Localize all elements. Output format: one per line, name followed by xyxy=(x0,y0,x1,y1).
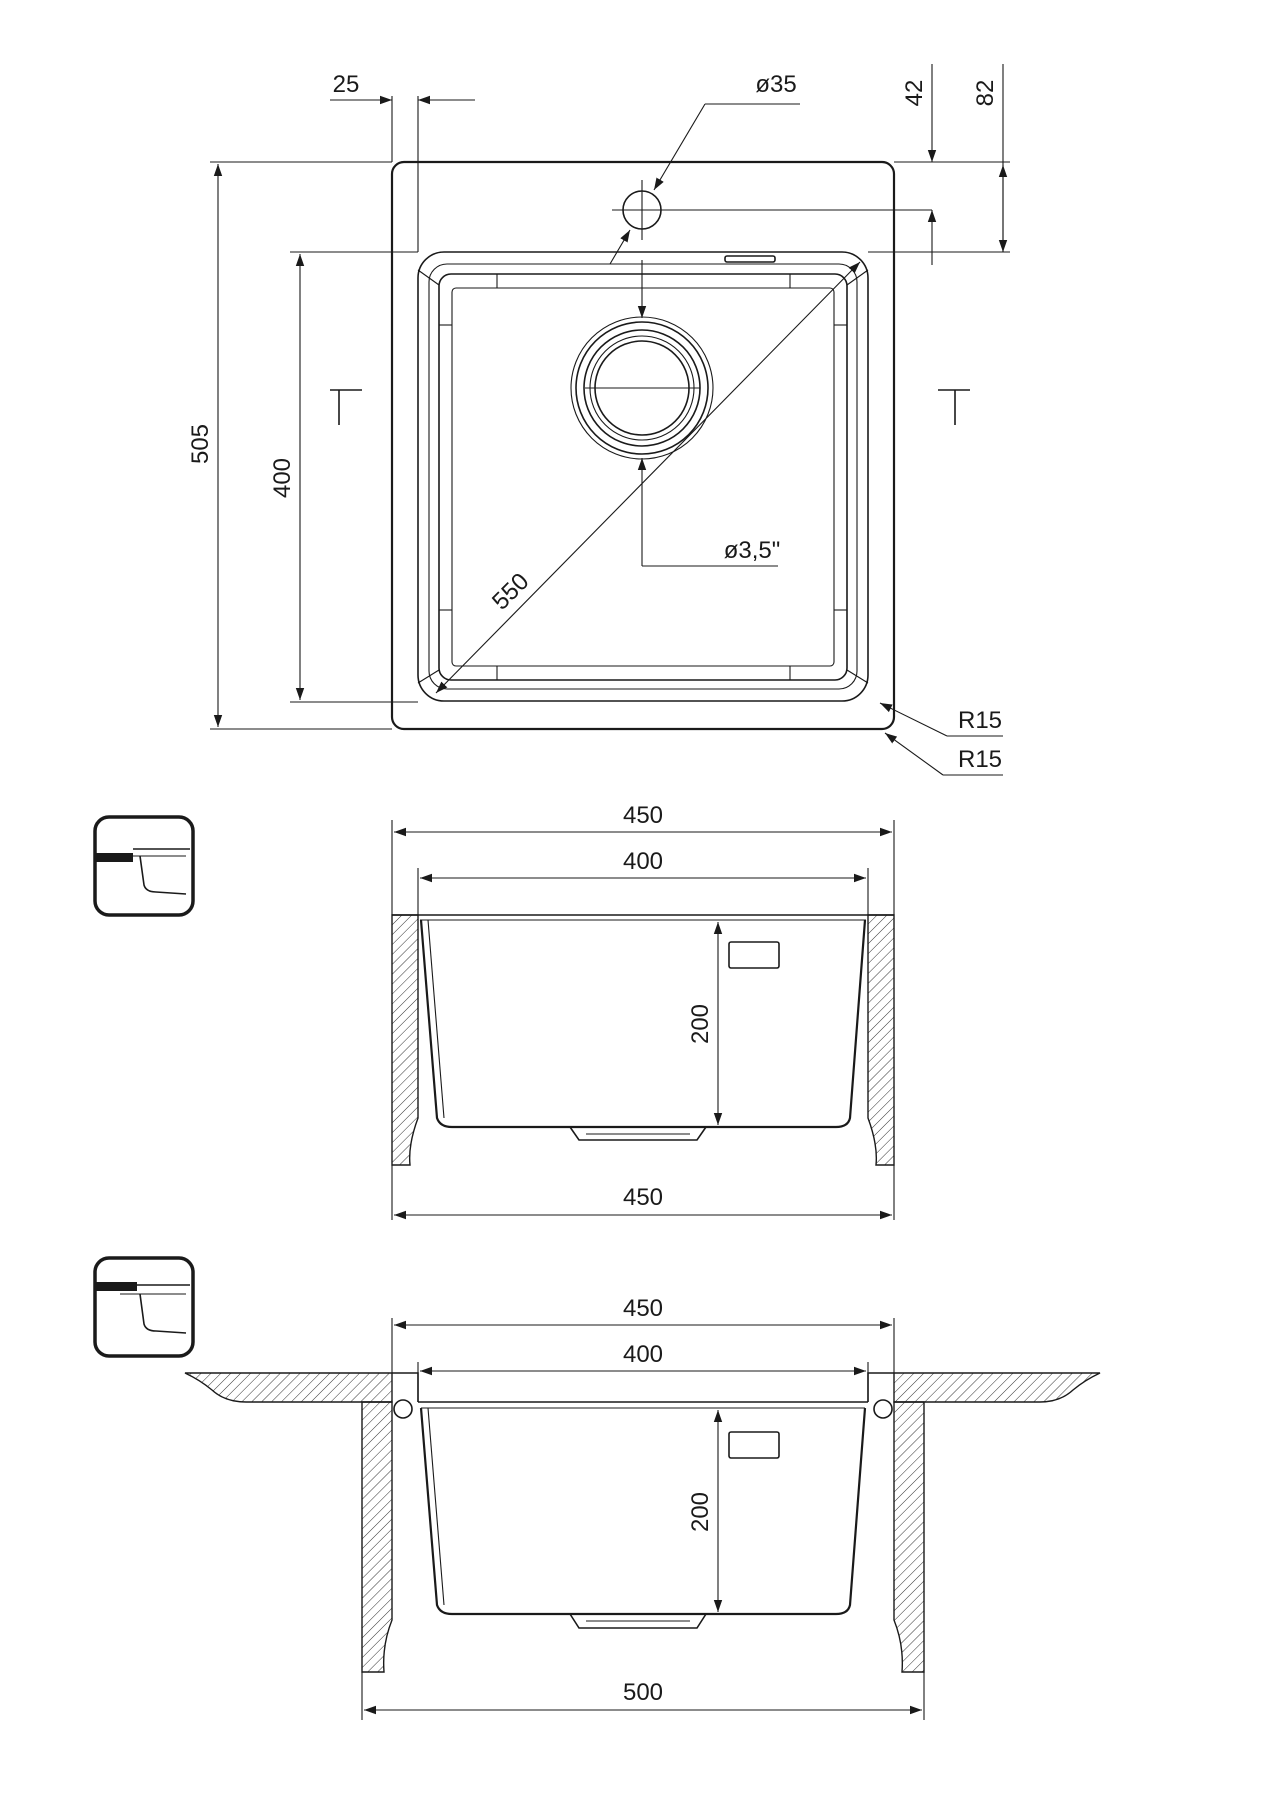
sink-outline xyxy=(390,160,896,731)
dim-bottom-width-label: 450 xyxy=(623,1184,663,1211)
cabinet-right xyxy=(893,1401,925,1673)
section-marker-right xyxy=(938,389,970,425)
countertop-right xyxy=(893,1372,1101,1403)
top-view: 25 ø35 42 82 505 400 xyxy=(187,64,1010,776)
countertop-left xyxy=(184,1372,393,1403)
dim-cutout-width-label: 500 xyxy=(623,1679,663,1706)
dim-bowl-width-label: 400 xyxy=(623,848,663,875)
dim-tap-to-edge-label: 42 xyxy=(901,80,928,107)
dim-bowl-to-edge-label: 82 xyxy=(972,80,999,107)
dim-drain-label: ø3,5" xyxy=(724,537,781,564)
section-marker-left xyxy=(330,389,362,425)
counter-left xyxy=(391,914,419,1166)
dim-diagonal-label: 550 xyxy=(487,568,534,615)
dim-flush-outer-width-label: 450 xyxy=(623,1295,663,1322)
dim-bowl-depth-label: 400 xyxy=(269,458,296,498)
dim-flush-bowl-width-label: 400 xyxy=(623,1341,663,1368)
dim-offset-label: 25 xyxy=(333,71,360,98)
dim-radius-inner-label: R15 xyxy=(958,707,1002,734)
dim-tap-hole-label: ø35 xyxy=(755,71,796,98)
undermount-section: 450 400 200 450 xyxy=(391,802,895,1220)
bowl-profile-flush xyxy=(419,1407,867,1616)
dim-radius-outer-label: R15 xyxy=(958,746,1002,773)
drain-section xyxy=(569,1126,707,1141)
flush-mount-icon xyxy=(93,1256,195,1358)
bowl-rim xyxy=(417,251,869,702)
overflow-section xyxy=(728,941,780,969)
overflow-slot xyxy=(724,255,776,263)
overflow-section-flush xyxy=(728,1431,780,1459)
dim-flush-bowl-height-label: 200 xyxy=(687,1492,714,1532)
dim-overall-depth-label: 505 xyxy=(187,424,214,464)
dim-outer-width-label: 450 xyxy=(623,802,663,829)
cabinet-left xyxy=(361,1401,393,1673)
dim-bowl-height-label: 200 xyxy=(687,1004,714,1044)
drain-icon xyxy=(570,316,714,460)
flush-section: 450 400 200 500 xyxy=(184,1295,1101,1720)
undermount-icon xyxy=(93,815,195,917)
bowl-profile xyxy=(419,919,867,1129)
counter-right xyxy=(867,914,895,1166)
drain-section-flush xyxy=(569,1613,707,1629)
